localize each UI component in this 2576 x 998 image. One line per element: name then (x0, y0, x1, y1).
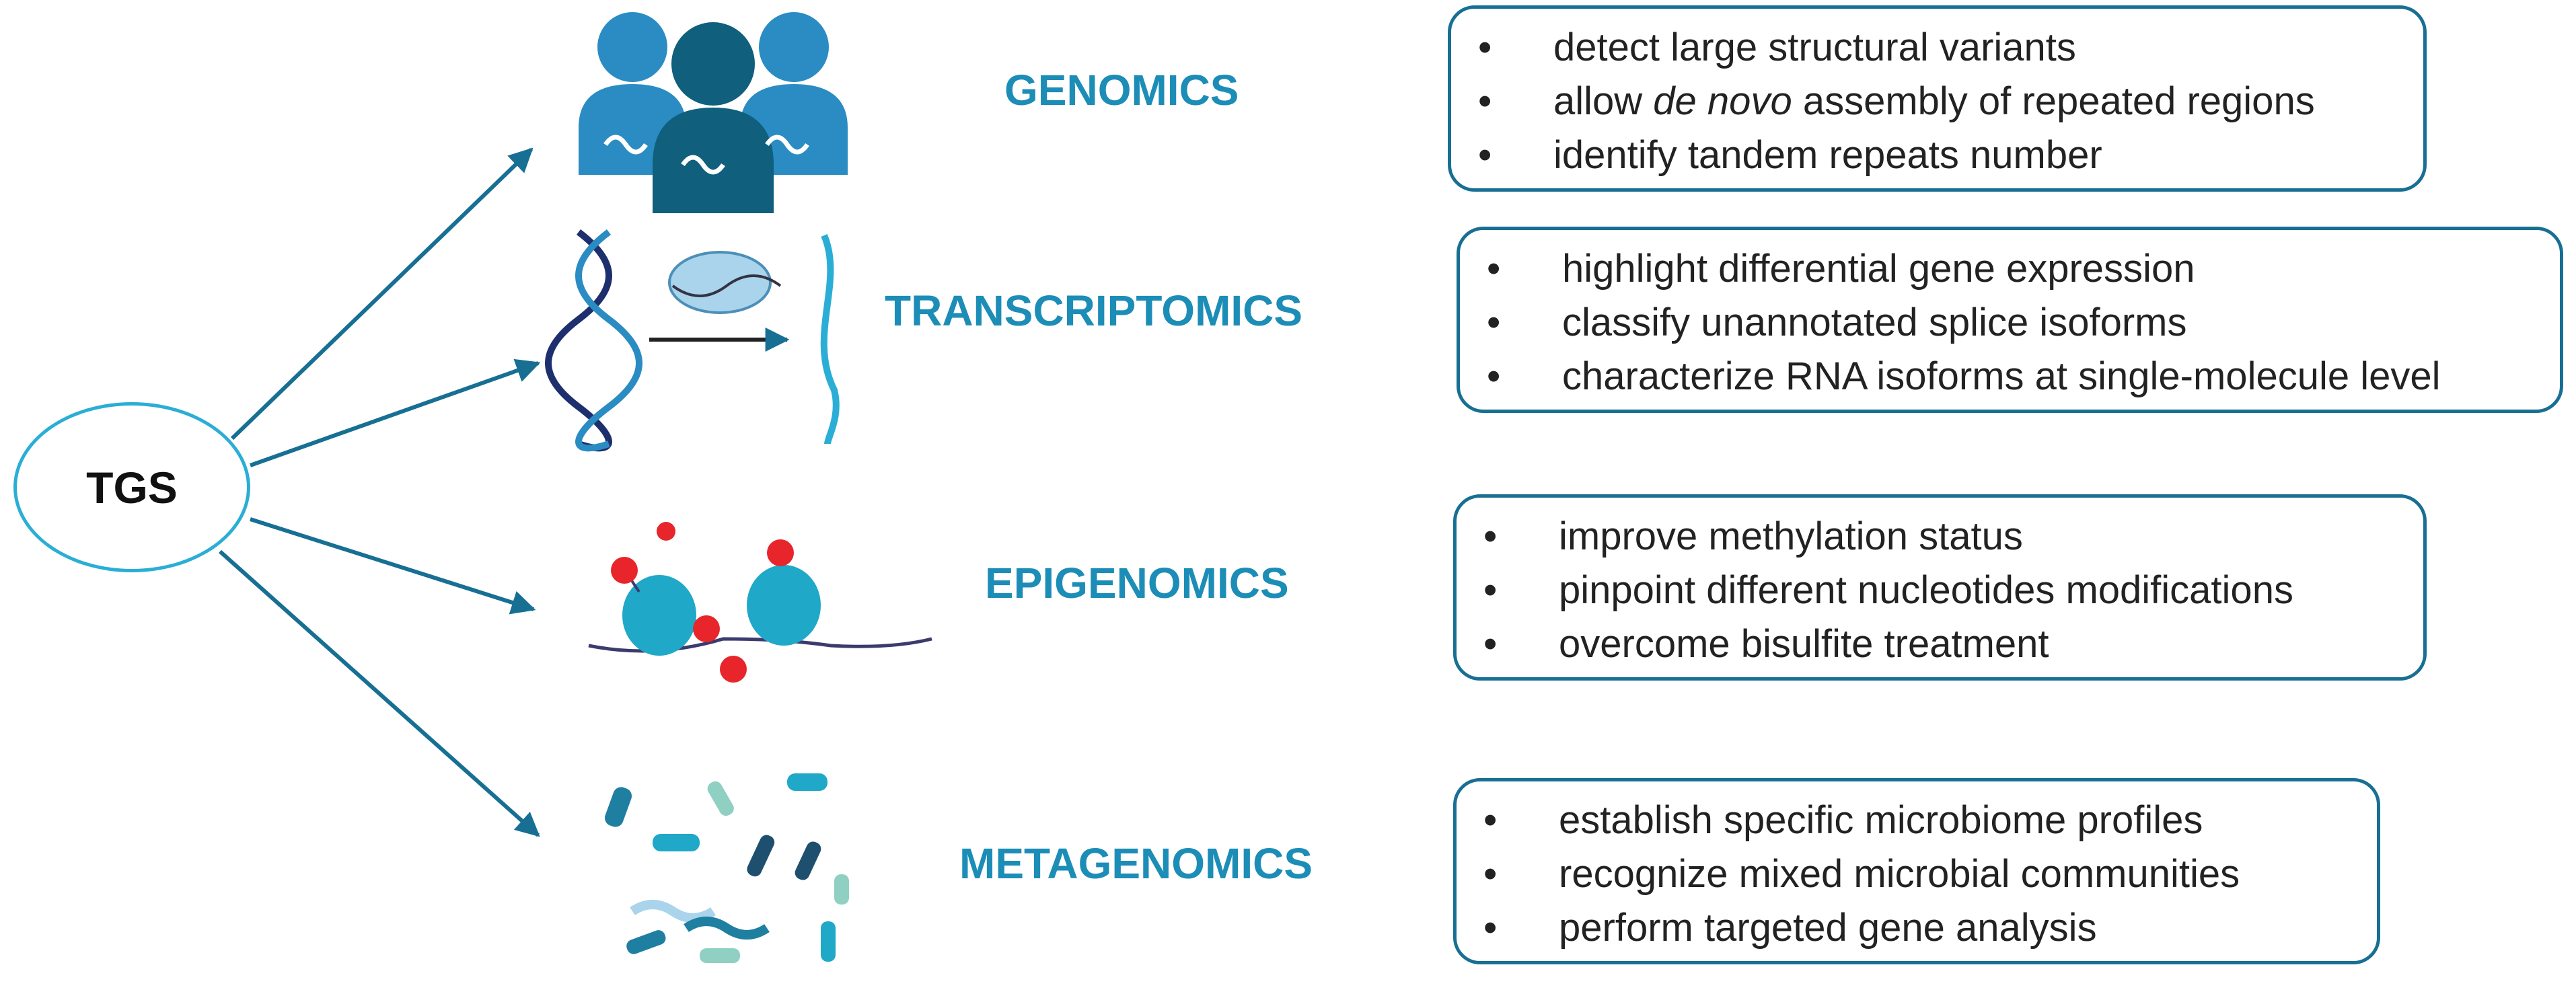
metagenomics-box: establish specific microbiome profiles r… (1453, 778, 2380, 964)
epigenomics-item-1: improve methylation status (1457, 510, 2423, 564)
transcriptomics-item-3: characterize RNA isoforms at single-mole… (1460, 350, 2560, 404)
nucleosome-methylation-icon (588, 522, 932, 683)
metagenomics-item-3: perform targeted gene analysis (1457, 901, 2377, 955)
people-dna-icon (579, 12, 848, 213)
transcriptomics-item-2: classify unannotated splice isoforms (1460, 296, 2560, 350)
transcriptomics-item-1: highlight differential gene expression (1460, 242, 2560, 296)
metagenomics-item-1: establish specific microbiome profiles (1457, 794, 2377, 847)
arrow-genomics (230, 147, 533, 440)
arrow-epigenomics (250, 517, 536, 615)
category-title-genomics: GENOMICS (1004, 66, 1239, 114)
tgs-hub-node: TGS (13, 402, 250, 572)
category-title-epigenomics: EPIGENOMICS (985, 559, 1289, 607)
italic-term: de novo (1653, 79, 1792, 123)
transcriptomics-box: highlight differential gene expression c… (1457, 227, 2563, 413)
arrow-transcriptomics (249, 358, 541, 467)
metagenomics-item-2: recognize mixed microbial communities (1457, 847, 2377, 901)
arrow-metagenomics (219, 549, 540, 837)
microbes-icon (604, 773, 849, 963)
hub-label: TGS (86, 462, 178, 512)
dna-transcription-icon (545, 229, 840, 452)
epigenomics-item-2: pinpoint different nucleotides modificat… (1457, 564, 2423, 617)
genomics-item-2: allow de novo assembly of repeated regio… (1451, 75, 2423, 128)
genomics-box: detect large structural variants allow d… (1448, 5, 2427, 192)
genomics-item-1: detect large structural variants (1451, 21, 2423, 75)
category-title-transcriptomics: TRANSCRIPTOMICS (885, 286, 1303, 335)
category-title-metagenomics: METAGENOMICS (959, 839, 1313, 888)
epigenomics-item-3: overcome bisulfite treatment (1457, 617, 2423, 671)
epigenomics-box: improve methylation status pinpoint diff… (1453, 494, 2427, 681)
genomics-item-3: identify tandem repeats number (1451, 128, 2423, 182)
